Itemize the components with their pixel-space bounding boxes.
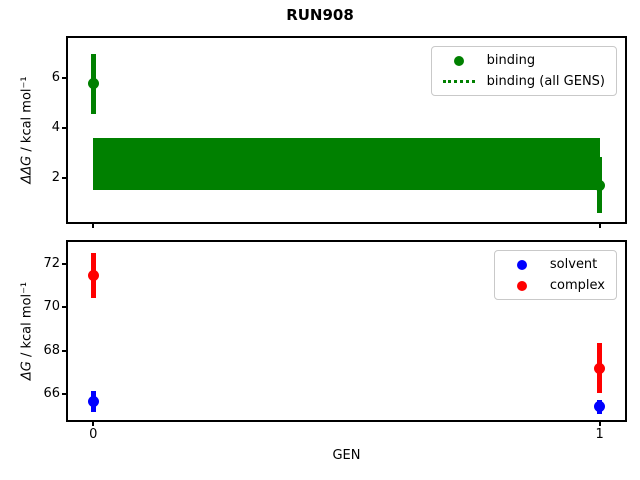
y-tick-label: 66 [43, 385, 60, 401]
axes-dg: ΔG / kcal mol⁻¹ solvent complex 66 68 70 72 0… [20, 240, 627, 442]
x-tick-label: 1 [595, 427, 604, 442]
legend-label: solvent [549, 257, 598, 272]
legend-swatch-wrap [443, 55, 475, 66]
x-tick-mark [92, 224, 95, 228]
data-point-marker [87, 78, 99, 90]
legend-item: binding [443, 52, 605, 69]
y-tick-label: 2 [51, 170, 60, 186]
data-point-marker [87, 396, 99, 408]
x-tick-mark [92, 422, 95, 426]
x-tick-mark [598, 422, 601, 426]
x-tick-label: 0 [89, 427, 98, 442]
legend-dot-icon [516, 280, 527, 291]
legend-label: binding (all GENS) [486, 74, 605, 89]
y-tick-mark [62, 77, 66, 80]
y-tick-label: 4 [51, 120, 60, 136]
legend-label: binding [486, 53, 536, 68]
legend-swatch-wrap [506, 280, 538, 291]
y-tick-label: 6 [51, 70, 60, 86]
data-point-marker [87, 270, 99, 282]
y-tick-mark [62, 392, 66, 395]
y-tick-mark [62, 127, 66, 130]
y-axis-label-units: / kcal mol⁻¹ [19, 76, 35, 156]
y-axis-label-dg: ΔG / kcal mol⁻¹ [20, 282, 35, 380]
confidence-band [93, 137, 600, 191]
y-tick-label: 72 [43, 255, 60, 271]
legend-item: binding (all GENS) [442, 73, 605, 90]
legend-item: complex [506, 277, 605, 294]
x-tick-mark [598, 224, 601, 228]
legend-item: solvent [506, 256, 605, 273]
y-tick-mark [62, 262, 66, 265]
y-tick-mark [62, 349, 66, 352]
y-tick-mark [62, 306, 66, 309]
legend-swatch-wrap [442, 80, 475, 83]
x-axis-label: GEN [332, 448, 361, 463]
legend-dot-icon [453, 55, 464, 66]
legend-dotted-line-icon [442, 80, 475, 83]
data-point-marker [594, 401, 606, 413]
legend-dg: solvent complex [493, 250, 617, 300]
data-point-marker [594, 362, 606, 374]
legend-ddg: binding binding (all GENS) [430, 46, 617, 96]
y-tick-label: 68 [43, 342, 60, 358]
y-tick-mark [62, 177, 66, 180]
legend-dot-icon [516, 259, 527, 270]
y-axis-label-math: ΔG [19, 361, 35, 381]
y-tick-label: 70 [43, 299, 60, 315]
figure-title: RUN908 [286, 6, 354, 24]
data-point-marker [594, 179, 606, 191]
legend-swatch-wrap [506, 259, 538, 270]
legend-label: complex [549, 278, 605, 293]
